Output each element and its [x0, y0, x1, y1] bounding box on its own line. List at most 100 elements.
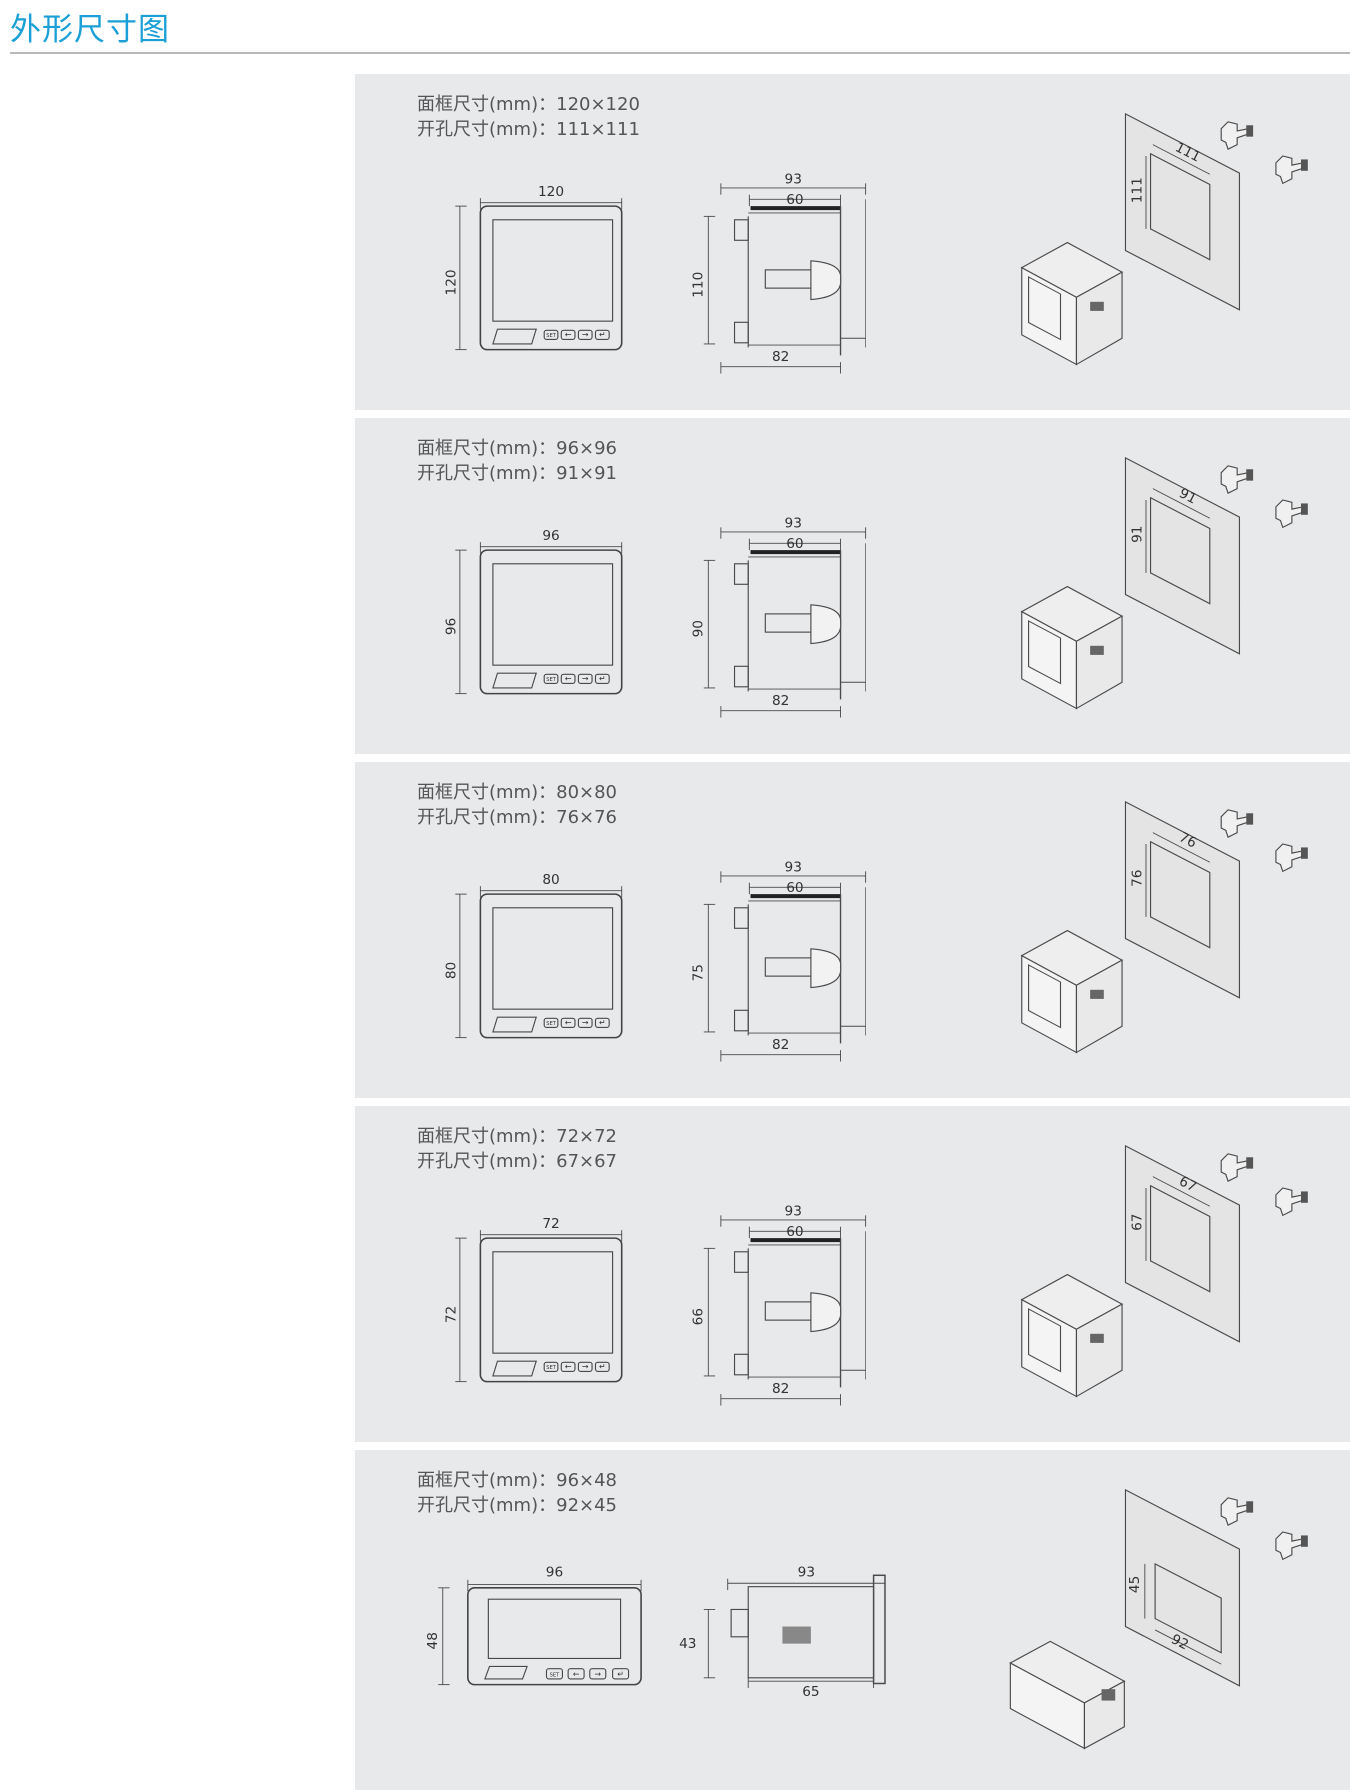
device-button-3 [612, 1668, 630, 1680]
front-bezel [479, 893, 623, 1039]
frame-size-label: 面框尺寸(mm)：72×72 [417, 1126, 618, 1147]
side-depth-dim-label: 93 [798, 1564, 815, 1580]
cutout-width-label: 76 [1176, 829, 1199, 851]
cutout-width-dim-line [1154, 1629, 1222, 1665]
panel-cutout [1149, 496, 1211, 605]
terminal-block-top [733, 219, 749, 241]
device-side [1075, 615, 1123, 710]
terminal-block-top [733, 563, 749, 585]
device-button-label: SET [550, 1673, 560, 1679]
device-button-label: SET [546, 1021, 556, 1027]
side-front-bar [750, 894, 841, 899]
side-height-dim-label: 90 [691, 620, 707, 637]
mounting-clip-icon [1275, 843, 1308, 873]
mounting-clip-icon [1220, 1497, 1254, 1526]
device-button-label: → [594, 1670, 601, 1679]
title-divider [10, 52, 1350, 54]
terminal-block-top [733, 1251, 749, 1273]
side-body-dim-label: 82 [772, 349, 789, 365]
clip-body [1220, 1153, 1252, 1182]
terminal-block-bottom [733, 665, 749, 688]
mounting-plate [1124, 1144, 1241, 1343]
mounting-clip-icon [1275, 155, 1308, 185]
side-inner-dim-label: 60 [786, 1224, 803, 1240]
cutout-width-label: 67 [1176, 1173, 1199, 1195]
device-button-label: → [582, 1018, 589, 1027]
side-height-dim-label: 110 [691, 272, 707, 298]
device-button-1 [560, 1017, 576, 1028]
device-side [1075, 959, 1123, 1054]
mounting-clip-icon [1220, 121, 1254, 150]
side-clip-head [810, 1292, 842, 1333]
terminal-block [730, 1608, 749, 1638]
front-screen [487, 1598, 622, 1660]
device-side [1075, 271, 1123, 366]
device-screen [1028, 964, 1062, 1029]
side-height-dim-label: 66 [691, 1308, 707, 1325]
cutout-width-dim-line [1152, 144, 1211, 175]
device-button-3 [594, 1361, 610, 1372]
device-button-1 [567, 1668, 585, 1680]
side-body-dim-label: 82 [772, 693, 789, 709]
device-screen [1028, 1308, 1062, 1373]
device-clip [1090, 1333, 1104, 1343]
clip-screw [1246, 813, 1254, 825]
side-height-dim-label: 43 [679, 1636, 696, 1652]
device-button-0 [543, 1361, 559, 1372]
device-button-label: SET [546, 677, 556, 683]
side-body-dim-label: 82 [772, 1037, 789, 1053]
mounting-plate [1124, 112, 1241, 311]
device-button-0 [543, 1017, 559, 1028]
side-clip-head [810, 948, 842, 989]
clip-body [1220, 809, 1252, 838]
device-button-0 [543, 673, 559, 684]
device-button-label: ↵ [599, 1362, 606, 1371]
front-indicator-window [492, 328, 537, 345]
clip-body [1275, 155, 1307, 185]
clip-screw [1300, 503, 1308, 515]
cutout-size-label: 开孔尺寸(mm)：76×76 [417, 807, 618, 828]
front-height-dim-label: 80 [443, 962, 459, 979]
mounting-clip-icon [1275, 1187, 1308, 1217]
device-button-label: ← [565, 1018, 572, 1027]
panel-cutout [1149, 152, 1211, 261]
side-view: 93 60 82 110 [691, 171, 867, 374]
device-button-label: ← [565, 1362, 572, 1371]
device-button-label: ↵ [599, 674, 606, 683]
front-height-dim-label: 96 [443, 618, 459, 635]
side-clip-arm [764, 269, 818, 289]
cutout-size-label: 开孔尺寸(mm)：91×91 [417, 463, 618, 484]
device-button-label: → [582, 330, 589, 339]
side-depth-dim-label: 93 [785, 171, 802, 187]
front-bezel [467, 1587, 642, 1686]
clip-body [1220, 121, 1252, 150]
front-indicator-window [492, 672, 537, 689]
frame-size-label: 面框尺寸(mm)：120×120 [417, 94, 640, 115]
side-inner-dim-label: 60 [786, 192, 803, 208]
device-clip [1090, 645, 1104, 655]
side-inner-dim-label: 60 [786, 880, 803, 896]
device-button-label: ← [565, 674, 572, 683]
cutout-width-dim-line [1152, 488, 1211, 519]
front-screen [492, 1251, 614, 1354]
device-button-label: → [582, 1362, 589, 1371]
terminal-block-bottom [733, 1353, 749, 1376]
clip-body [1275, 1531, 1307, 1561]
device-button-3 [594, 329, 610, 340]
front-width-dim-label: 72 [542, 1216, 559, 1232]
mounting-clip-icon [1275, 499, 1308, 529]
front-screen [492, 907, 614, 1010]
terminal-block-top [733, 907, 749, 929]
clip-body [1275, 499, 1307, 529]
front-bezel [479, 205, 623, 351]
device-button-3 [594, 673, 610, 684]
